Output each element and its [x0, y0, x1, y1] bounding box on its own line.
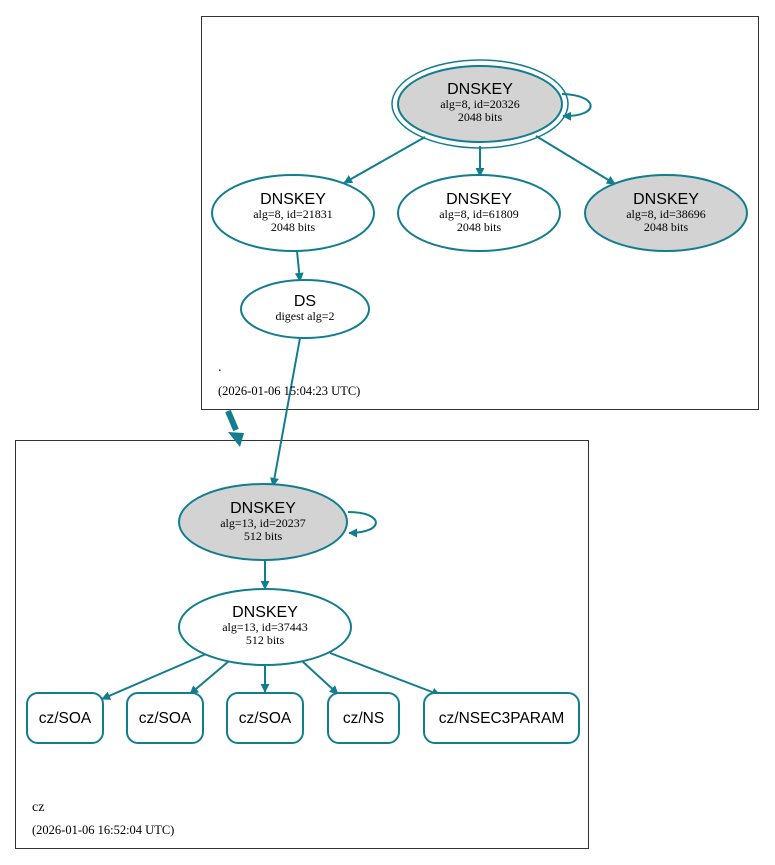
rrset-box-1: cz/SOA [26, 692, 104, 744]
rrset-label: cz/NS [343, 710, 384, 727]
node-root-key-38696: DNSKEY alg=8, id=38696 2048 bits [584, 174, 748, 252]
node-alg-id: alg=8, id=20326 [440, 97, 520, 111]
node-alg-id: alg=8, id=61809 [439, 207, 519, 221]
node-title: DS [294, 293, 316, 310]
rrset-box-2: cz/SOA [126, 692, 204, 744]
node-bits: 512 bits [246, 633, 285, 647]
edge-rootksk-key3 [535, 135, 616, 185]
node-title: DNSKEY [230, 500, 296, 517]
edge-rootksk-zsk1 [343, 136, 426, 184]
edge-ds-czksk [270, 337, 301, 487]
node-root-zsk-61809: DNSKEY alg=8, id=61809 2048 bits [397, 174, 561, 252]
zone-name-cz: cz [32, 800, 44, 815]
node-title: DNSKEY [633, 191, 699, 208]
node-title: DNSKEY [260, 191, 326, 208]
edge-czksk-self [347, 511, 377, 538]
zone-timestamp-root: (2026-01-06 15:04:23 UTC) [218, 384, 360, 398]
node-alg-id: alg=13, id=20237 [220, 516, 306, 530]
node-bits: 2048 bits [271, 220, 316, 234]
rrset-box-3: cz/SOA [226, 692, 304, 744]
edge-rootksk-self [561, 93, 592, 121]
node-ds: DS digest alg=2 [240, 279, 370, 339]
edges [101, 93, 616, 700]
node-digest: digest alg=2 [275, 309, 334, 323]
zone-name-root: . [218, 360, 222, 375]
edge-zsk1-ds [294, 250, 304, 282]
node-bits: 512 bits [244, 529, 283, 543]
rrset-label: cz/SOA [239, 710, 292, 727]
node-root-ksk: DNSKEY alg=8, id=20326 2048 bits [391, 59, 569, 149]
node-bits: 2048 bits [457, 220, 502, 234]
node-root-zsk-21831: DNSKEY alg=8, id=21831 2048 bits [211, 174, 375, 252]
delegation-arrow [225, 409, 244, 447]
node-alg-id: alg=8, id=21831 [253, 207, 333, 221]
zone-timestamp-cz: (2026-01-06 16:52:04 UTC) [32, 823, 174, 837]
rrset-box-4: cz/NS [327, 692, 400, 744]
edge-czzsk-rrset5 [329, 652, 441, 697]
node-bits: 2048 bits [458, 110, 503, 124]
rrset-label: cz/SOA [39, 710, 92, 727]
root-zone-cluster [201, 16, 759, 410]
edge-czzsk-rrset1 [101, 653, 207, 700]
node-title: DNSKEY [447, 81, 513, 98]
rrset-box-5: cz/NSEC3PARAM [423, 692, 580, 744]
rrset-label: cz/NSEC3PARAM [439, 710, 564, 727]
edge-czzsk-rrset4 [301, 660, 339, 695]
node-cz-ksk: DNSKEY alg=13, id=20237 512 bits [178, 483, 348, 561]
node-bits: 2048 bits [644, 220, 689, 234]
edge-czzsk-rrset2 [189, 660, 230, 695]
rrset-label: cz/SOA [139, 710, 192, 727]
node-title: DNSKEY [232, 604, 298, 621]
node-cz-zsk: DNSKEY alg=13, id=37443 512 bits [178, 588, 352, 666]
cz-zone-cluster [15, 440, 589, 849]
node-alg-id: alg=13, id=37443 [222, 620, 308, 634]
node-alg-id: alg=8, id=38696 [626, 207, 706, 221]
node-title: DNSKEY [446, 191, 512, 208]
